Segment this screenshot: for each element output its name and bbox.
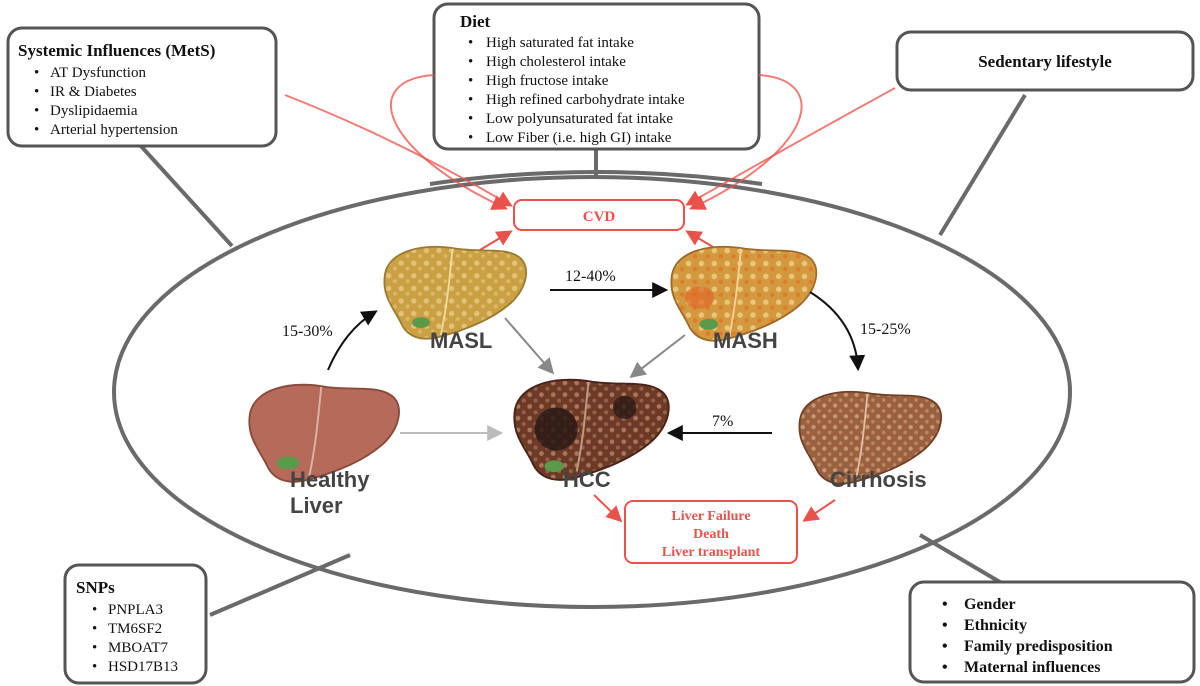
- arrow-mets-cvd: [284, 94, 513, 207]
- diet-bullet: •: [468, 111, 473, 127]
- arrow-diet-cvd-right: [689, 74, 803, 210]
- mets-bullet: •: [34, 103, 39, 119]
- process-ellipse: [112, 175, 1072, 609]
- hcc-liver-icon: [513, 378, 670, 481]
- stage-mash: MASH: [713, 328, 778, 353]
- outcome-death: Death: [693, 527, 729, 542]
- diet-bullet: •: [468, 35, 473, 51]
- diet-item: High fructose intake: [486, 73, 609, 89]
- diet-item: High cholesterol intake: [486, 54, 626, 70]
- diet-bullet: •: [468, 54, 473, 70]
- snps-item: MBOAT7: [108, 640, 169, 656]
- other-bullet: •: [942, 617, 948, 634]
- ellipse-top-arc: [429, 170, 763, 186]
- connector-mets: [138, 143, 234, 248]
- box-diet: [432, 2, 761, 151]
- snps-item: HSD17B13: [108, 659, 178, 675]
- box-other: [908, 580, 1196, 684]
- stage-hcc: HCC: [563, 467, 611, 492]
- arrow-sedentary-cvd: [685, 87, 896, 206]
- diet-title: Diet: [460, 12, 491, 31]
- outcome-liver-failure: Liver Failure: [671, 509, 750, 524]
- stage-masl: MASL: [430, 328, 492, 353]
- diet-bullet: •: [468, 92, 473, 108]
- snps-bullet: •: [92, 659, 97, 675]
- other-bullet: •: [942, 659, 948, 676]
- snps-title: SNPs: [76, 578, 115, 597]
- cirrhosis-liver-icon: [798, 390, 943, 485]
- snps-item: TM6SF2: [108, 621, 162, 637]
- arrow-cirrhosis-failure: [802, 499, 836, 522]
- other-item: Maternal influences: [964, 659, 1100, 676]
- box-snps: [63, 563, 208, 685]
- other-item: Family predisposition: [964, 638, 1113, 655]
- mets-bullet: •: [34, 65, 39, 81]
- stage-cirrhosis: Cirrhosis: [830, 467, 927, 492]
- arrow-mash-cirrhosis: [809, 291, 866, 372]
- diet-bullet: •: [468, 73, 473, 89]
- pct-cirrhosis-hcc: 7%: [712, 413, 733, 430]
- diet-item: High saturated fat intake: [486, 35, 634, 51]
- snps-bullet: •: [92, 621, 97, 637]
- box-sedentary: [895, 30, 1195, 92]
- arrow-masl-cvd: [479, 230, 513, 251]
- diet-item: Low polyunsaturated fat intake: [486, 111, 673, 127]
- diet-bullet: •: [468, 130, 473, 146]
- connector-snps: [209, 553, 351, 617]
- arrow-masl-hcc: [504, 317, 555, 375]
- mets-item: Dyslipidaemia: [50, 103, 138, 119]
- liver-failure-box: [624, 500, 798, 564]
- snps-item: PNPLA3: [108, 602, 163, 618]
- mets-item: AT Dysfunction: [50, 65, 146, 81]
- cvd-box: [513, 199, 685, 231]
- diet-item: High refined carbohydrate intake: [486, 92, 685, 108]
- pct-mash-cirrhosis: 15-25%: [860, 321, 911, 338]
- pct-masl-mash: 12-40%: [565, 268, 616, 285]
- healthy-liver-icon: [248, 383, 400, 483]
- mets-title: Systemic Influences (MetS): [18, 41, 215, 60]
- arrow-hcc-failure: [593, 494, 623, 523]
- stage-healthy-line1: Healthy: [290, 467, 370, 492]
- cvd-label: CVD: [583, 209, 616, 225]
- pct-healthy-masl: 15-30%: [282, 323, 333, 340]
- mets-item: Arterial hypertension: [50, 122, 178, 138]
- arrow-mash-hcc: [629, 334, 686, 378]
- arrow-diet-cvd-left: [390, 74, 508, 210]
- sedentary-title: Sedentary lifestyle: [978, 52, 1112, 71]
- outcome-liver-transplant: Liver transplant: [662, 545, 760, 560]
- diet-item: Low Fiber (i.e. high GI) intake: [486, 130, 672, 146]
- snps-bullet: •: [92, 640, 97, 656]
- other-item: Gender: [964, 596, 1016, 613]
- connector-sedentary: [938, 93, 1027, 237]
- arrow-healthy-masl: [327, 310, 378, 371]
- snps-bullet: •: [92, 602, 97, 618]
- mets-bullet: •: [34, 84, 39, 100]
- other-item: Ethnicity: [964, 617, 1027, 634]
- other-bullet: •: [942, 638, 948, 655]
- mash-liver-icon: [670, 245, 818, 342]
- mets-item: IR & Diabetes: [50, 84, 137, 100]
- mets-bullet: •: [34, 122, 39, 138]
- stage-healthy-line2: Liver: [290, 493, 343, 518]
- box-mets: [6, 26, 278, 148]
- connector-other: [918, 533, 1007, 587]
- masl-liver-icon: [383, 245, 528, 340]
- other-bullet: •: [942, 596, 948, 613]
